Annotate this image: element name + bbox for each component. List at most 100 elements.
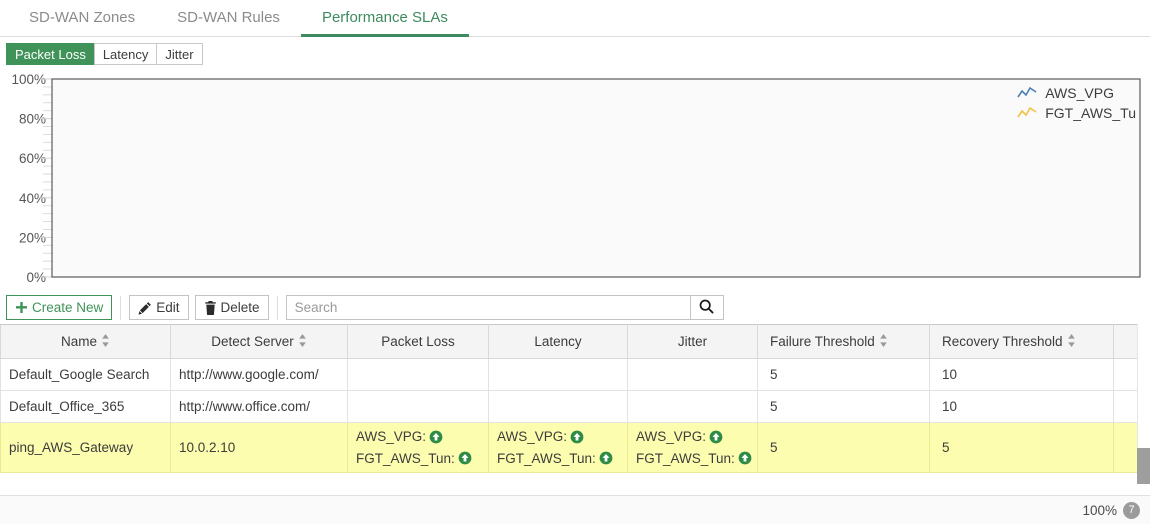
column-label: Packet Loss: [381, 334, 455, 349]
scrollbar-thumb[interactable]: [1137, 448, 1150, 484]
status-pair-label: FGT_AWS_Tun:: [497, 450, 596, 466]
plus-icon: [15, 301, 28, 314]
column-header-latency[interactable]: Latency: [488, 324, 628, 359]
column-label: Latency: [534, 334, 582, 349]
delete-button[interactable]: Delete: [194, 295, 269, 320]
row-latency-status-list: AWS_VPG: FGT_AWS_Tun:: [497, 424, 619, 472]
column-header-failure-threshold[interactable]: Failure Threshold: [757, 324, 930, 359]
sort-icon[interactable]: [879, 333, 888, 350]
edit-label: Edit: [156, 300, 180, 315]
row-packet-loss-status-list: AWS_VPG: FGT_AWS_Tun:: [356, 424, 480, 472]
row-jitter-cell: [627, 390, 758, 423]
status-up-icon: [599, 451, 613, 465]
search-button[interactable]: [689, 295, 724, 320]
row-packet-loss-cell: [347, 390, 489, 423]
legend-item-fgt-aws-tu[interactable]: FGT_AWS_Tu: [1017, 105, 1136, 121]
chart-legend: AWS_VPG FGT_AWS_Tu: [1017, 85, 1136, 121]
row-detect-server-cell: 10.0.2.10: [170, 421, 348, 474]
table-header-row: Name Detect Server: [0, 324, 1150, 359]
metric-tab-jitter[interactable]: Jitter: [156, 43, 203, 65]
sort-icon[interactable]: [1067, 333, 1076, 350]
column-label: Recovery Threshold: [942, 334, 1063, 349]
metric-tab-packet-loss[interactable]: Packet Loss: [6, 43, 94, 65]
status-pair-label: AWS_VPG:: [497, 429, 568, 444]
toolbar-divider: [120, 295, 122, 320]
row-recovery-threshold-cell: 5: [929, 421, 1114, 474]
search-box: [285, 295, 724, 320]
row-recovery-threshold-cell: 10: [929, 358, 1114, 391]
row-failure-threshold-cell: 5: [757, 421, 930, 474]
create-new-button[interactable]: Create New: [6, 295, 113, 320]
status-pair-label: AWS_VPG:: [636, 429, 707, 444]
row-recovery-threshold-cell: 10: [929, 390, 1114, 423]
column-label: Failure Threshold: [770, 334, 875, 349]
search-icon: [699, 299, 714, 317]
metric-tab-latency[interactable]: Latency: [93, 43, 157, 65]
column-header-name[interactable]: Name: [0, 324, 171, 359]
toolbar-divider: [276, 295, 278, 320]
legend-item-aws-vpg[interactable]: AWS_VPG: [1017, 85, 1136, 101]
sort-icon[interactable]: [101, 333, 110, 350]
table-vertical-scrollbar[interactable]: [1137, 324, 1150, 484]
delete-label: Delete: [220, 300, 260, 315]
row-jitter-cell: [627, 358, 758, 391]
tab-sd-wan-zones[interactable]: SD-WAN Zones: [8, 0, 156, 37]
sort-icon[interactable]: [298, 333, 307, 350]
status-pair: FGT_AWS_Tun:: [636, 449, 752, 469]
status-pair-label: FGT_AWS_Tun:: [356, 450, 455, 466]
status-pair: FGT_AWS_Tun:: [356, 449, 480, 469]
y-axis-tick-label: 0%: [26, 270, 46, 285]
column-header-packet-loss[interactable]: Packet Loss: [347, 324, 489, 359]
status-pair-label: FGT_AWS_Tun:: [636, 450, 735, 466]
metric-tab-label: Packet Loss: [15, 46, 86, 62]
column-label: Detect Server: [211, 334, 294, 349]
line-series-icon: [1017, 106, 1037, 118]
column-label: Name: [60, 334, 97, 349]
row-latency-cell: AWS_VPG: FGT_AWS_Tun:: [488, 421, 628, 474]
y-axis-tick-label: 100%: [11, 72, 46, 87]
status-pair: AWS_VPG:: [356, 427, 480, 447]
notification-badge[interactable]: 7: [1123, 501, 1140, 519]
pencil-icon: [138, 301, 152, 315]
row-failure-threshold-cell: 5: [757, 390, 930, 423]
status-pair-label: AWS_VPG:: [356, 429, 427, 444]
status-pair: AWS_VPG:: [497, 427, 619, 447]
legend-label: AWS_VPG: [1045, 85, 1114, 101]
metric-tab-label: Jitter: [165, 46, 194, 62]
trash-icon: [204, 300, 217, 315]
y-axis-tick-label: 20%: [19, 230, 46, 245]
search-input[interactable]: [285, 295, 690, 320]
tab-label: Performance SLAs: [321, 8, 448, 26]
status-pair: FGT_AWS_Tun:: [497, 449, 619, 469]
tab-sd-wan-rules[interactable]: SD-WAN Rules: [156, 0, 301, 37]
packet-loss-chart: 0%20%40%60%80%100% AWS_VPG FGT_AWS_Tu: [0, 69, 1150, 291]
status-pair: AWS_VPG:: [636, 427, 749, 447]
table-toolbar: Create New Edit Delete: [0, 291, 1150, 324]
row-packet-loss-cell: [347, 358, 489, 391]
tab-performance-slas[interactable]: Performance SLAs: [300, 0, 469, 37]
zoom-level-label: 100%: [1082, 502, 1117, 518]
column-header-jitter[interactable]: Jitter: [627, 324, 758, 359]
status-up-icon: [709, 430, 723, 444]
row-failure-threshold-cell: 5: [757, 358, 930, 391]
status-up-icon: [458, 451, 472, 465]
create-new-label: Create New: [32, 300, 104, 315]
sla-table-container: Name Detect Server: [0, 324, 1150, 484]
y-axis-tick-label: 60%: [19, 151, 46, 166]
column-label: Jitter: [677, 334, 708, 349]
status-up-icon: [570, 430, 584, 444]
row-detect-server-cell: http://www.google.com/: [170, 358, 348, 391]
status-up-icon: [429, 430, 443, 444]
status-bar: 100% 7: [0, 495, 1150, 524]
row-jitter-status-list: AWS_VPG: FGT_AWS_Tun:: [636, 424, 752, 472]
chart-canvas: 0%20%40%60%80%100%: [11, 72, 1141, 285]
row-name-cell: Default_Google Search: [0, 358, 171, 391]
column-header-detect-server[interactable]: Detect Server: [170, 324, 348, 359]
row-latency-cell: [488, 390, 628, 423]
column-header-recovery-threshold[interactable]: Recovery Threshold: [929, 324, 1114, 359]
edit-button[interactable]: Edit: [129, 295, 189, 320]
